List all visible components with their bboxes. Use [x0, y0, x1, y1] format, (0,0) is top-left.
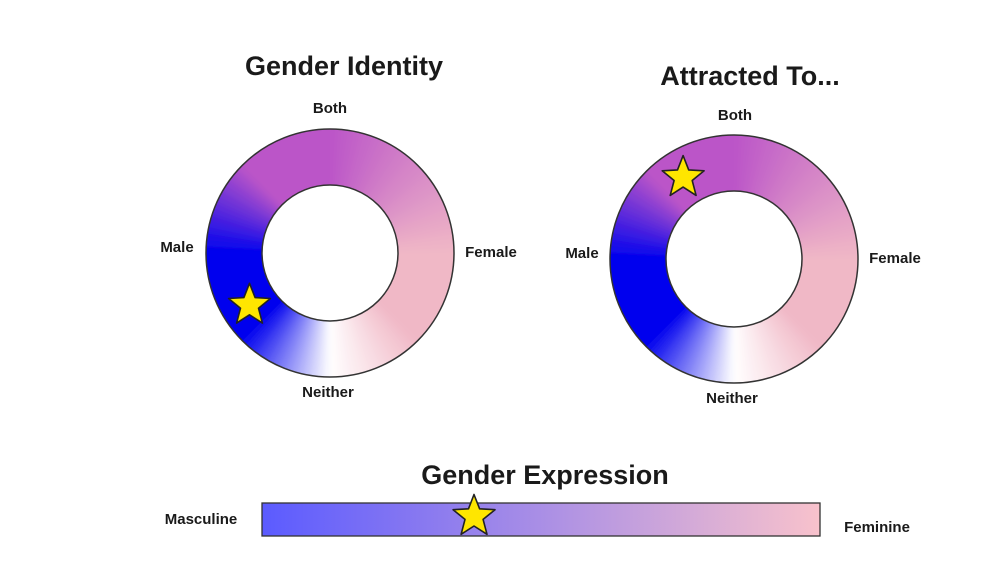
attracted-to-label-both: Both [718, 107, 752, 124]
attracted-to-wheel: Attracted To... Both Male Female Neither [565, 61, 921, 407]
attracted-to-label-neither: Neither [706, 390, 758, 407]
attracted-to-ring-gradient [610, 134, 859, 384]
ring-gradient-segment [734, 257, 859, 266]
attracted-to-label-male: Male [565, 245, 598, 262]
attracted-to-label-female: Female [869, 250, 921, 267]
gender-expression-label-feminine: Feminine [844, 519, 910, 536]
gender-expression-title: Gender Expression [421, 460, 669, 490]
gender-identity-label-neither: Neither [302, 384, 354, 401]
gender-identity-label-both: Both [313, 100, 347, 117]
gender-identity-title: Gender Identity [245, 51, 443, 81]
ring-gradient-segment [330, 251, 454, 260]
gender-identity-label-male: Male [160, 239, 193, 256]
gender-identity-star-marker[interactable] [227, 282, 272, 324]
gender-identity-ring-inner-edge [261, 184, 399, 322]
attracted-to-title: Attracted To... [660, 61, 840, 91]
gender-identity-ring-outer-edge [205, 128, 455, 378]
gender-expression-label-masculine: Masculine [165, 511, 238, 528]
gender-identity-wheel: Gender Identity Both Male Female Neither [160, 51, 517, 401]
gender-identity-ring-gradient [205, 128, 454, 378]
attracted-to-star-marker[interactable] [661, 154, 705, 197]
attracted-to-ring-inner-edge [665, 190, 803, 328]
gender-identity-label-female: Female [465, 244, 517, 261]
gender-expression-star-marker[interactable] [452, 493, 496, 536]
gender-expression-bar[interactable] [261, 502, 821, 537]
attracted-to-ring-outer-edge [609, 134, 859, 384]
gender-expression-scale: Gender Expression Masculine Feminine [165, 460, 910, 537]
